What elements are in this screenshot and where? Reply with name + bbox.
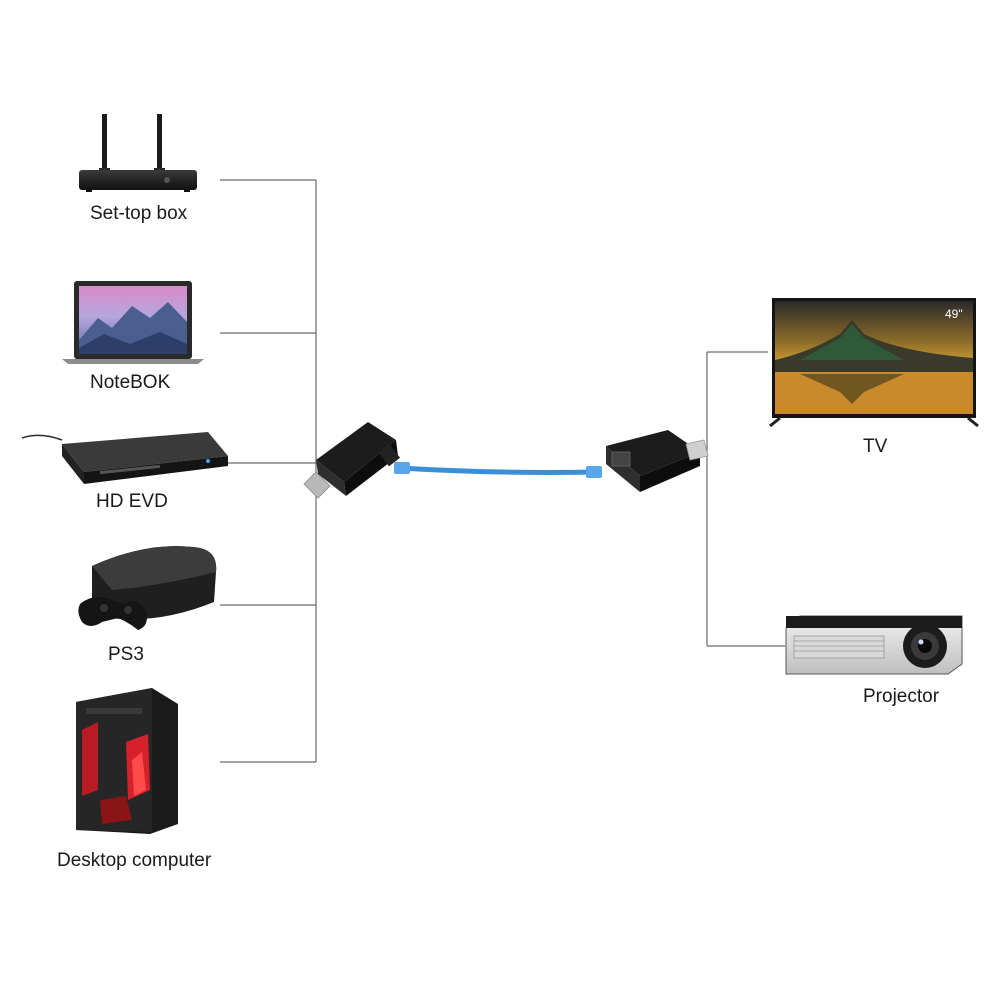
laptop-icon	[62, 281, 204, 364]
source-connection-lines	[220, 179, 317, 763]
hdmi-receiver-icon	[606, 430, 709, 492]
router-icon	[79, 114, 197, 192]
label-hd-evd: HD EVD	[96, 491, 168, 512]
ethernet-cable-icon	[394, 462, 602, 478]
label-set-top-box: Set-top box	[90, 203, 188, 224]
hdmi-transmitter-icon	[303, 422, 401, 499]
label-ps3: PS3	[108, 644, 144, 665]
label-desktop-computer: Desktop computer	[57, 850, 212, 871]
tv-screen-badge: 49"	[945, 307, 963, 321]
display-connection-lines	[706, 351, 785, 647]
label-tv: TV	[863, 436, 888, 457]
game-console-icon	[78, 546, 217, 630]
desktop-tower-icon	[76, 688, 178, 834]
projector-icon	[785, 615, 963, 675]
label-notebook: NoteBOK	[90, 372, 171, 393]
label-projector: Projector	[863, 686, 940, 707]
tv-icon	[769, 298, 979, 428]
dvd-player-icon	[21, 432, 228, 484]
